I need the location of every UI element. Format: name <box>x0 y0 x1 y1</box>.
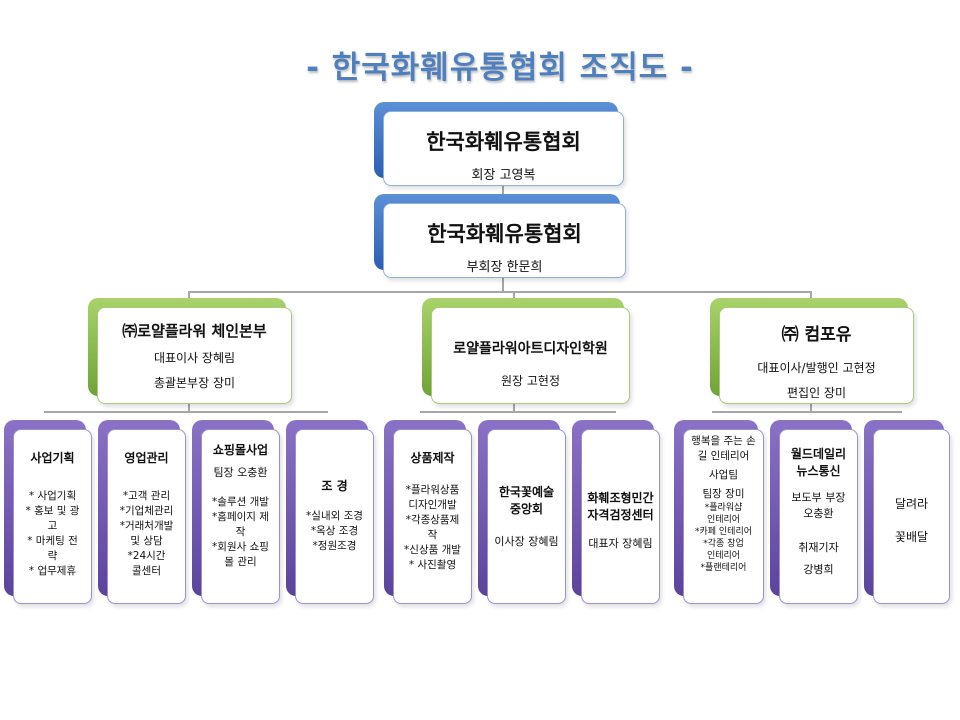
team-box-landscaping: 조 경 *실내외 조경 *옥상 조경 *정원조경 <box>286 420 374 604</box>
team-box-shopping-mall: 쇼핑몰사업 팀장 오충환 *솔루션 개발 *홈페이지 제 작 *회원사 쇼핑 몰… <box>192 420 280 604</box>
chart-title: - 한국화훼유통협회 조직도 - <box>306 50 694 86</box>
team-box-flower-delivery: 달려라 꽃배달 <box>864 420 950 604</box>
org-head: 부회장 한문희 <box>466 260 543 275</box>
team-line: *각종 창업 <box>703 539 744 549</box>
team-line: *고객 관리 <box>122 490 171 502</box>
division-box-design-academy: 로얄플라워아트디자인학원 원장 고현정 <box>422 298 630 404</box>
team-line: *플랜테리어 <box>700 563 747 573</box>
team-title: 쇼핑몰사업 <box>212 443 269 457</box>
team-title: 화훼조형민간 자격검정센터 <box>587 491 654 522</box>
team-line: *플라워샵 <box>704 503 743 513</box>
division-name: ㈜로얄플라워 체인본부 <box>122 322 267 340</box>
team-line: 꽃배달 <box>894 530 929 544</box>
division-name: 로얄플라워아트디자인학원 <box>453 341 608 357</box>
team-line: *신상품 개발 <box>404 544 461 556</box>
org-box-president: 한국화훼유통협회 회장 고영복 <box>374 102 624 186</box>
team-title: 월드데일리 뉴스통신 <box>790 447 847 478</box>
team-title: 조 경 <box>321 479 348 493</box>
team-line: 이사장 장혜림 <box>494 535 559 548</box>
team-line: *플라워상품 <box>405 484 460 496</box>
division-box-compoyou: ㈜ 컴포유 대표이사/발행인 고현정 편집인 장미 <box>710 298 914 404</box>
team-line: 콜센터 <box>132 565 161 577</box>
team-line: 략 <box>47 550 58 562</box>
team-box-sales-management: 영업관리 *고객 관리 *기업체관리 *거래처개발 및 상담 *24시간 콜센터 <box>98 420 186 604</box>
team-title: 한국꽃예술 중앙회 <box>498 485 555 516</box>
team-line: *실내외 조경 <box>306 510 363 522</box>
connector-group-3-bar <box>712 411 902 413</box>
team-subtitle: 보도부 부장 <box>791 491 846 504</box>
team-line: *거래처개발 <box>119 520 174 532</box>
team-line: * 사업기획 <box>28 490 77 502</box>
team-line: 강병희 <box>803 563 834 576</box>
division-line: 대표이사 장혜림 <box>153 351 236 365</box>
division-line: 대표이사/발행인 고현정 <box>757 361 876 375</box>
team-line: 인테리어 <box>706 551 741 561</box>
team-line: * 마케팅 전 <box>27 535 78 547</box>
division-line: 원장 고현정 <box>500 374 560 388</box>
division-line: 편집인 장미 <box>786 386 846 400</box>
team-box-certification-center: 화훼조형민간 자격검정센터 대표자 장혜림 <box>572 420 660 604</box>
connector-division-1-down <box>188 404 190 412</box>
team-title: 행복을 주는 손길 인테리어 <box>691 435 756 462</box>
team-title: 달려라 <box>894 497 929 511</box>
team-line: *각종상품제 <box>405 514 460 526</box>
org-box-vice-president: 한국화훼유통협회 부회장 한문희 <box>374 194 626 278</box>
connector-division-1 <box>188 291 190 301</box>
team-line: 및 상담 <box>130 535 163 547</box>
team-line: * 사진촬영 <box>408 559 457 571</box>
team-title: 상품제작 <box>410 451 455 465</box>
team-line: 디자인개발 <box>408 499 457 511</box>
division-box-royal-flower-chain: ㈜로얄플라워 체인본부 대표이사 장혜림 총괄본부장 장미 <box>88 298 292 404</box>
team-line: 취재기자 <box>798 541 839 554</box>
team-line: *홈페이지 제 <box>212 511 269 523</box>
team-line: 몰 관리 <box>224 556 257 568</box>
team-line: * 홍보 및 광 <box>25 505 80 517</box>
team-box-korea-flower-art: 한국꽃예술 중앙회 이사장 장혜림 <box>478 420 566 604</box>
team-line: 인테리어 <box>706 515 741 525</box>
team-line: 대표자 장혜림 <box>588 537 653 550</box>
team-leader: 팀장 오충환 <box>213 466 268 479</box>
team-line: 작 <box>427 529 438 541</box>
team-line: *옥상 조경 <box>310 525 359 537</box>
connector-division-3-down <box>810 404 812 412</box>
team-box-product-production: 상품제작 *플라워상품 디자인개발 *각종상품제 작 *신상품 개발 * 사진촬… <box>384 420 472 604</box>
team-line: 고 <box>47 520 58 532</box>
division-name: ㈜ 컴포유 <box>781 325 852 345</box>
team-subtitle: 사업팀 <box>709 469 738 481</box>
team-line: *기업체관리 <box>119 505 174 517</box>
connector-group-2-bar <box>420 411 616 413</box>
org-name: 한국화훼유통협회 <box>427 222 582 246</box>
team-box-business-planning: 사업기획 * 사업기획 * 홍보 및 광 고 * 마케팅 전 략 * 업무제휴 <box>4 420 92 604</box>
connector-division-2-down <box>513 404 515 412</box>
connector-division-2 <box>513 291 515 301</box>
team-title: 사업기획 <box>30 451 75 465</box>
connector-group-1-bar <box>44 411 328 413</box>
team-line: * 업무제휴 <box>28 565 77 577</box>
connector-top-mid <box>502 186 504 196</box>
team-title: 영업관리 <box>124 451 169 465</box>
team-line: *회원사 쇼핑 <box>212 541 269 553</box>
team-leader: 오충환 <box>803 507 834 520</box>
org-name: 한국화훼유통협회 <box>426 130 581 154</box>
division-line: 총괄본부장 장미 <box>153 376 236 390</box>
connector-mid-trunk <box>502 278 504 292</box>
team-line: *24시간 <box>127 550 166 562</box>
connector-divisions-bar <box>188 291 812 293</box>
org-head: 회장 고영복 <box>471 168 536 183</box>
team-line: *카페 인테리어 <box>694 527 753 537</box>
connector-division-3 <box>810 291 812 301</box>
team-line: 작 <box>235 526 246 538</box>
team-line: *정원조경 <box>312 540 357 552</box>
team-line: *솔루션 개발 <box>212 496 269 508</box>
team-box-world-daily-news: 월드데일리 뉴스통신 보도부 부장 오충환 취재기자 강병희 <box>770 420 858 604</box>
team-box-interior: 행복을 주는 손길 인테리어 사업팀 팀장 장미 *플라워샵 인테리어 *카페 … <box>674 420 764 604</box>
team-leader: 팀장 장미 <box>702 488 745 500</box>
